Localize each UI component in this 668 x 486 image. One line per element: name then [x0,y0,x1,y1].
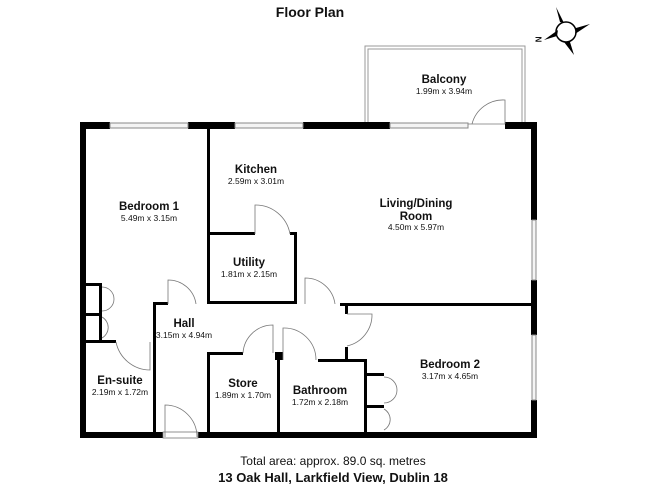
plan-title: Floor Plan [275,4,345,20]
windows [109,122,537,401]
total-area: Total area: approx. 89.0 sq. metres [240,454,426,468]
walls [80,122,537,438]
doors [101,99,506,439]
compass-icon [544,7,590,55]
compass-north-label: N [534,36,544,43]
property-address: 13 Oak Hall, Larkfield View, Dublin 18 [218,470,448,485]
